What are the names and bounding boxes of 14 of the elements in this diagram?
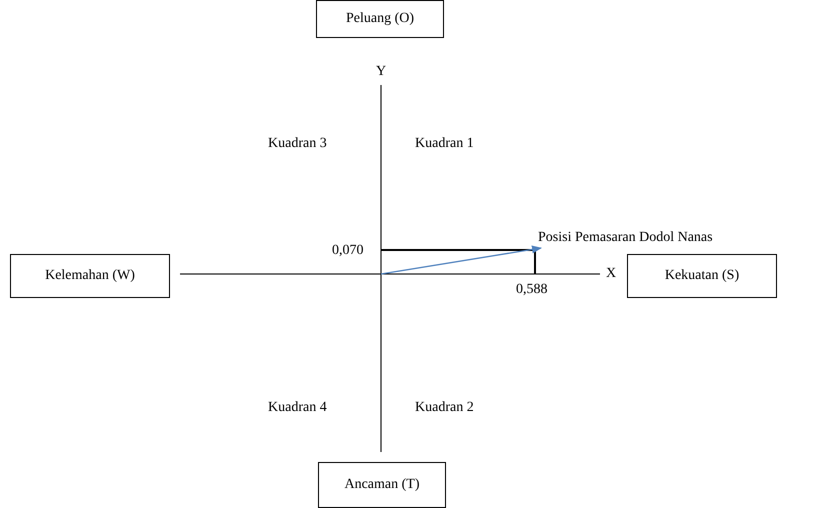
position-label: Posisi Pemasaran Dodol Nanas <box>538 230 713 246</box>
axis-label: Y <box>376 64 386 80</box>
value-label: 0,070 <box>332 243 364 259</box>
quadrant-label: Kuadran 3 <box>268 136 327 152</box>
quadrant-box: Kelemahan (W) <box>10 254 170 298</box>
axis-label: X <box>606 266 616 282</box>
arrow <box>380 246 542 275</box>
value-label: 0,588 <box>516 282 548 298</box>
quadrant-box: Ancaman (T) <box>318 462 446 508</box>
quadrant-label: Kuadran 1 <box>415 136 474 152</box>
quadrant-box: Peluang (O) <box>316 0 444 38</box>
quadrant-box: Kekuatan (S) <box>627 254 777 298</box>
quadrant-label: Kuadran 2 <box>415 400 474 416</box>
quadrant-label: Kuadran 4 <box>268 400 327 416</box>
